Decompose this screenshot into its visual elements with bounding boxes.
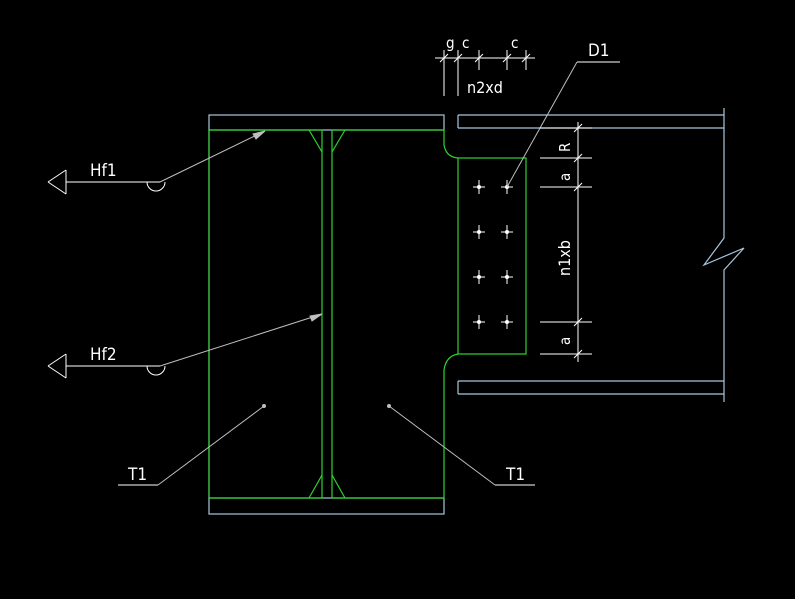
dim-r-label: R xyxy=(556,143,574,152)
column-right-cell-weld xyxy=(331,129,459,499)
t1-right-label: T1 xyxy=(505,465,525,485)
column-bottom-flange xyxy=(208,497,445,515)
top-dimension xyxy=(435,50,535,96)
bolt xyxy=(500,224,514,240)
dim-n2xd-label: n2xd xyxy=(467,78,503,97)
bolt xyxy=(472,269,486,285)
bolt xyxy=(472,179,486,195)
dim-c2-label: c xyxy=(511,34,518,52)
bolt xyxy=(500,269,514,285)
t1-right-leader xyxy=(387,404,535,486)
dim-c1-label: c xyxy=(462,34,469,52)
bolt xyxy=(500,314,514,330)
right-dimension xyxy=(540,122,592,362)
column-left-cell-weld xyxy=(208,129,323,499)
column-section xyxy=(208,114,459,515)
weld-leader-hf1 xyxy=(47,130,266,195)
hf2-label: Hf2 xyxy=(90,345,117,365)
hf1-label: Hf1 xyxy=(90,161,117,181)
shear-tab-plate xyxy=(457,157,527,355)
bolt xyxy=(472,314,486,330)
d1-leader xyxy=(506,61,620,188)
dim-a-top-label: a xyxy=(556,173,574,181)
bolt-group xyxy=(472,179,514,330)
weld-leader-hf2 xyxy=(47,313,323,379)
t1-left-leader xyxy=(118,404,266,486)
t1-left-label: T1 xyxy=(127,465,147,485)
dim-n1xb-label: n1xb xyxy=(555,240,574,276)
beam-section xyxy=(457,108,745,402)
dim-a-bottom-label: a xyxy=(556,337,574,345)
column-top-flange xyxy=(208,114,445,131)
dim-g-label: g xyxy=(446,34,455,52)
beam-break-line xyxy=(702,108,745,402)
bolt xyxy=(472,224,486,240)
d1-label: D1 xyxy=(588,41,610,61)
